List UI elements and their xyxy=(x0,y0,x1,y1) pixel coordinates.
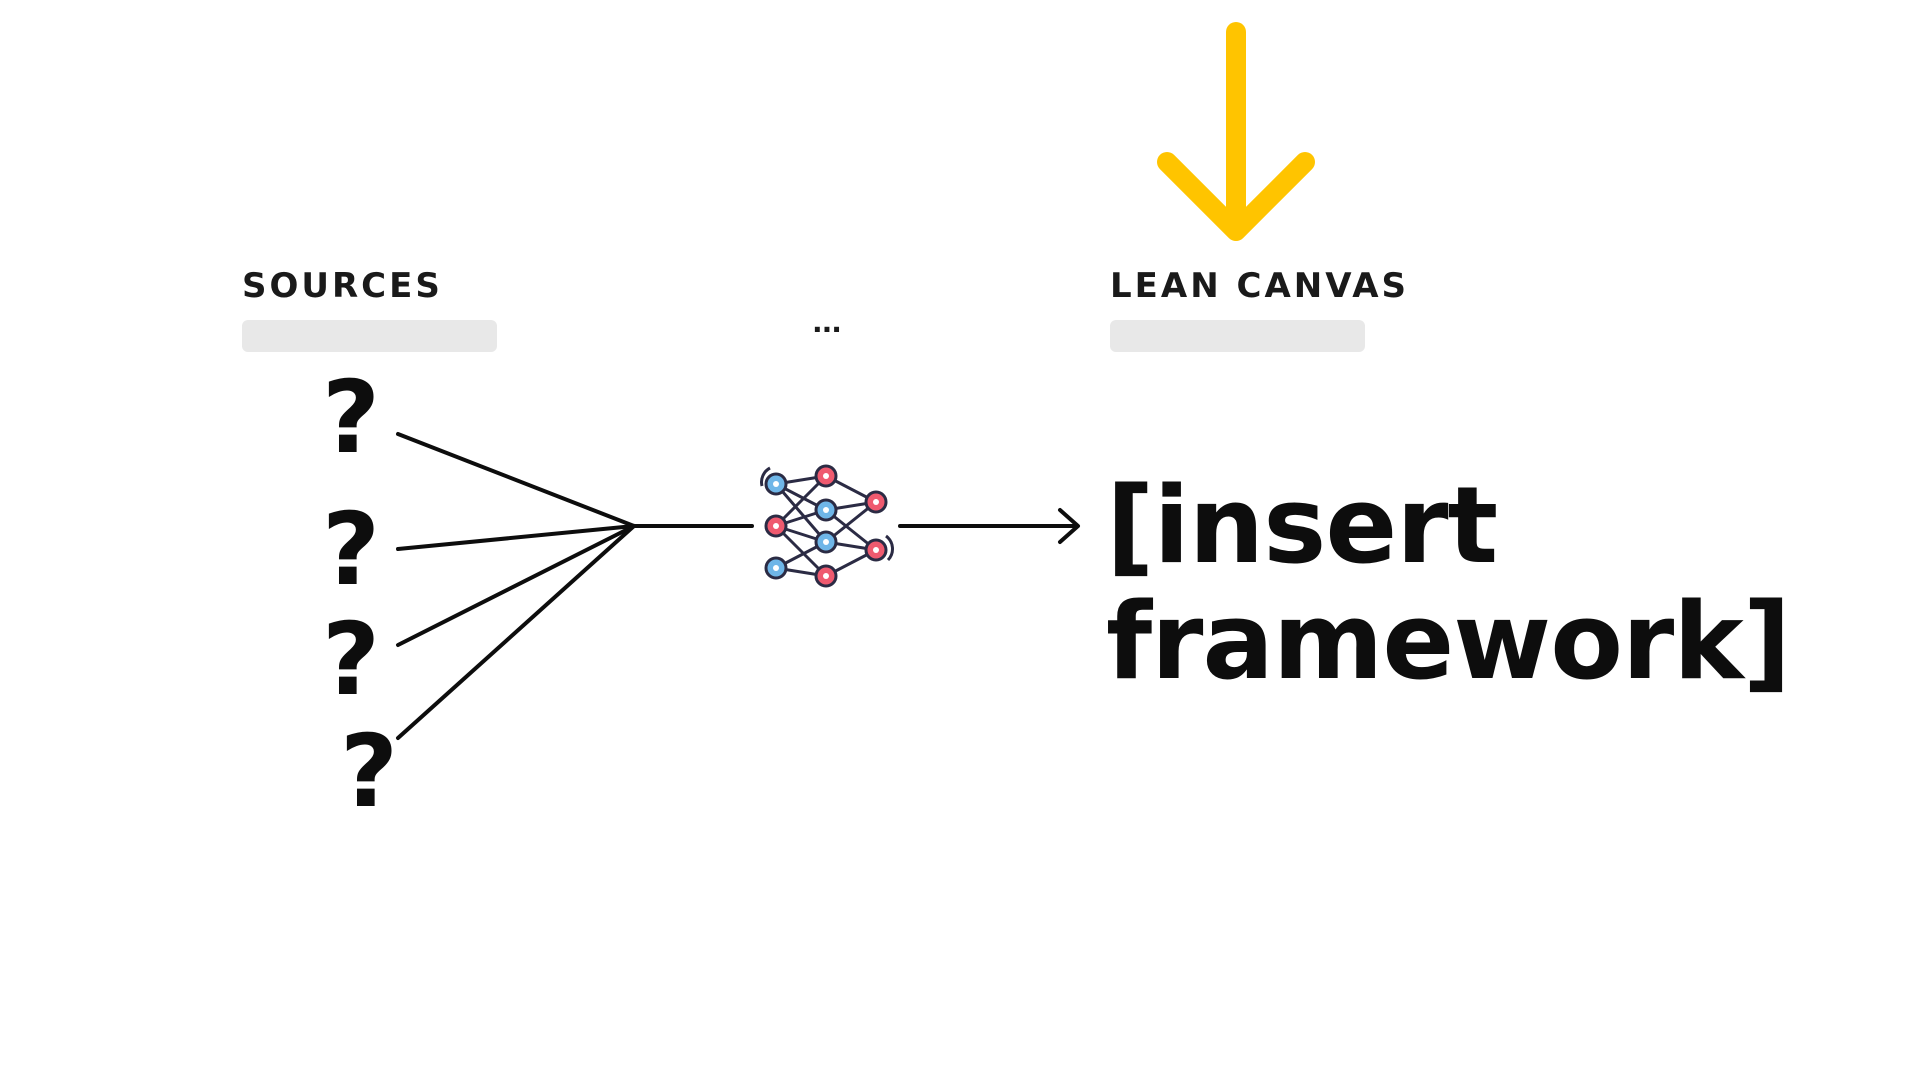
connector-line-2 xyxy=(396,524,636,551)
nn-node xyxy=(764,472,788,496)
sources-label: SOURCES xyxy=(242,266,443,306)
nn-node xyxy=(764,514,788,538)
nn-node xyxy=(864,538,888,562)
source-question-mark-2: ? xyxy=(322,491,381,608)
ellipsis-label: ... xyxy=(812,306,842,339)
lean-canvas-placeholder-bar xyxy=(1110,320,1365,352)
source-question-mark-1: ? xyxy=(322,359,381,476)
output-line-2: framework] xyxy=(1106,580,1791,703)
connector-line-1 xyxy=(396,432,636,528)
nn-node xyxy=(764,556,788,580)
nn-node xyxy=(814,564,838,588)
nn-node xyxy=(864,490,888,514)
source-question-mark-4: ? xyxy=(340,713,399,830)
nn-node xyxy=(814,498,838,522)
lean-canvas-label: LEAN CANVAS xyxy=(1110,266,1410,306)
framework-output-text: [insert framework] xyxy=(1106,468,1826,700)
sources-placeholder-bar xyxy=(242,320,497,352)
nn-node xyxy=(814,464,838,488)
connector-line-4 xyxy=(396,524,636,740)
nn-node xyxy=(814,530,838,554)
source-question-mark-3: ? xyxy=(322,601,381,718)
output-line-1: [insert xyxy=(1106,464,1498,587)
connector-line-3 xyxy=(396,524,636,647)
